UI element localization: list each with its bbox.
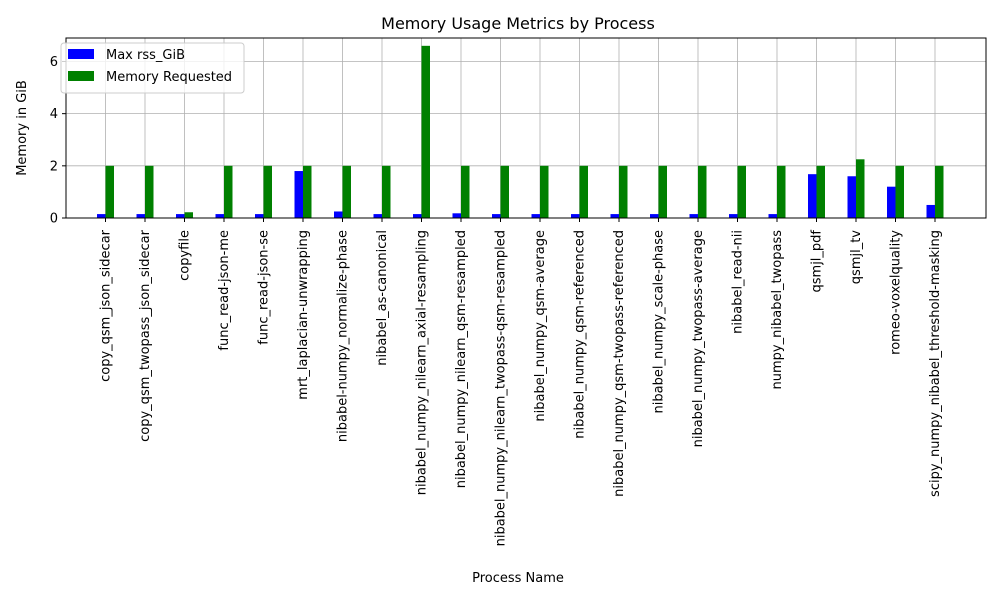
legend-swatch-memory-requested — [68, 71, 94, 81]
bar-memory-requested — [737, 165, 746, 218]
plot-area-frame — [65, 37, 987, 219]
bar-max-rss — [413, 214, 422, 218]
x-tick-label: numpy_nibabel_twopass — [770, 230, 785, 390]
x-tick-label: nibabel_read-nii — [731, 230, 746, 334]
chart-title: Memory Usage Metrics by Process — [381, 14, 655, 33]
bar-max-rss — [729, 214, 738, 218]
x-tick-label: copyfile — [178, 230, 193, 281]
x-axis: copy_qsm_json_sidecar copy_qsm_twopass_js… — [99, 218, 943, 546]
bar-memory-requested — [540, 165, 549, 218]
bar-memory-requested — [263, 165, 272, 218]
bar-max-rss — [334, 211, 343, 218]
x-tick-label: nibabel-numpy_normalize-phase — [336, 230, 351, 442]
bar-memory-requested — [935, 165, 944, 218]
x-tick-label: nibabel_numpy_twopass-average — [691, 230, 706, 447]
bar-memory-requested — [658, 165, 667, 218]
y-tick-label: 0 — [50, 212, 58, 227]
bar-max-rss — [176, 214, 185, 218]
y-tick-label: 4 — [50, 107, 58, 122]
x-tick-label: mrt_laplacian-unwrapping — [296, 230, 311, 400]
bar-max-rss — [689, 214, 698, 218]
bar-max-rss — [492, 214, 501, 218]
x-tick-label: nibabel_numpy_nilearn_twopass-qsm-resamp… — [494, 230, 509, 546]
bar-memory-requested — [421, 45, 430, 219]
legend-label-memory-requested: Memory Requested — [106, 70, 232, 85]
x-tick-label: nibabel_numpy_qsm-referenced — [573, 230, 588, 439]
x-tick-label: qsmjl_tv — [849, 230, 864, 285]
bar-max-rss — [847, 176, 856, 218]
x-tick-label: copy_qsm_twopass_json_sidecar — [138, 229, 153, 442]
bar-max-rss — [808, 174, 817, 218]
x-tick-label: nibabel_numpy_nilearn_qsm-resampled — [454, 230, 469, 488]
bar-max-rss — [215, 214, 224, 218]
bar-memory-requested — [461, 165, 470, 218]
x-axis-label: Process Name — [472, 571, 564, 586]
bar-memory-requested — [342, 165, 351, 218]
bar-memory-requested — [856, 159, 865, 218]
bar-memory-requested — [895, 165, 904, 218]
x-tick-label: nibabel_numpy_qsm-twopass-referenced — [612, 230, 627, 497]
x-tick-label: func_read-json-me — [217, 230, 232, 351]
legend-swatch-max-rss — [68, 49, 94, 59]
bar-memory-requested — [698, 165, 707, 218]
y-axis-label: Memory in GiB — [15, 80, 30, 176]
bar-max-rss — [650, 214, 659, 218]
bar-max-rss — [452, 213, 461, 218]
x-tick-label: scipy_numpy_nibabel_threshold-masking — [928, 230, 943, 497]
bar-memory-requested — [105, 165, 114, 218]
bar-memory-requested — [303, 165, 312, 218]
bar-max-rss — [887, 186, 896, 218]
bar-memory-requested — [184, 212, 193, 218]
bar-memory-requested — [777, 165, 786, 218]
bar-max-rss — [373, 214, 382, 218]
legend: Max rss_GiB Memory Requested — [60, 42, 245, 94]
x-tick-label: func_read-json-se — [257, 230, 272, 345]
legend-label-max-rss: Max rss_GiB — [106, 48, 185, 63]
bar-memory-requested — [145, 165, 154, 218]
x-tick-label: romeo-voxelquality — [889, 230, 904, 355]
x-tick-label: copy_qsm_json_sidecar — [99, 229, 114, 382]
bars-layer — [97, 45, 944, 219]
y-tick-label: 2 — [50, 159, 58, 174]
x-tick-label: nibabel_numpy_scale-phase — [652, 230, 667, 413]
x-tick-label: nibabel_as-canonical — [375, 230, 390, 366]
bar-memory-requested — [500, 165, 509, 218]
bar-memory-requested — [224, 165, 233, 218]
legend-box — [60, 42, 245, 94]
bar-max-rss — [255, 214, 264, 218]
x-tick-label: nibabel_numpy_qsm-average — [533, 230, 548, 422]
bar-max-rss — [768, 214, 777, 218]
bar-memory-requested — [382, 165, 391, 218]
bar-max-rss — [136, 214, 145, 218]
bar-max-rss — [610, 214, 619, 218]
bar-max-rss — [97, 214, 106, 218]
bar-max-rss — [571, 214, 580, 218]
x-tick-label: nibabel_numpy_nilearn_axial-resampling — [415, 230, 430, 495]
bar-max-rss — [926, 204, 935, 218]
bar-memory-requested — [619, 165, 628, 218]
bar-memory-requested — [816, 165, 825, 218]
y-tick-label: 6 — [50, 55, 58, 70]
bar-memory-requested — [579, 165, 588, 218]
bar-max-rss — [294, 171, 303, 218]
bar-max-rss — [531, 214, 540, 218]
x-tick-label: qsmjl_pdf — [810, 230, 825, 293]
